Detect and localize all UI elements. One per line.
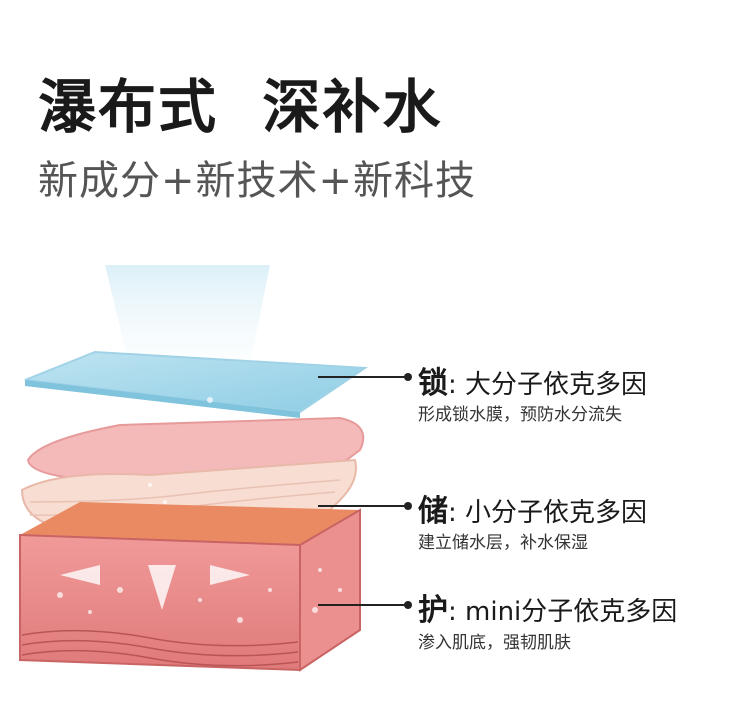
callout-dot-lock bbox=[404, 373, 412, 381]
page-subtitle: 新成分+新技术+新科技 bbox=[38, 158, 477, 204]
water-film-edge bbox=[25, 380, 300, 418]
skin-layers-illustration bbox=[19, 265, 369, 672]
dermis-side bbox=[299, 508, 361, 672]
arrow-right bbox=[210, 565, 250, 585]
callout-desc-store: 建立储水层，补水保湿 bbox=[418, 533, 588, 553]
callout-dot-protect bbox=[404, 601, 412, 609]
arrow-down bbox=[148, 565, 176, 610]
callout-title-protect: 护: mini分子依克多因 bbox=[418, 593, 678, 628]
callout-title-lock: 锁: 大分子依克多因 bbox=[418, 366, 648, 401]
callout-title-store: 储: 小分子依克多因 bbox=[418, 494, 648, 529]
callout-dot-store bbox=[404, 502, 412, 510]
callout-desc-protect: 渗入肌底，强韧肌肤 bbox=[418, 633, 571, 653]
page-title: 瀑布式 深补水 bbox=[38, 73, 443, 141]
block-top bbox=[20, 502, 360, 545]
callout-line-store bbox=[318, 505, 408, 507]
arrow-left bbox=[60, 565, 100, 585]
callout-line-lock bbox=[318, 376, 408, 378]
callout-line-protect bbox=[318, 604, 408, 606]
callout-desc-lock: 形成锁水膜，预防水分流失 bbox=[418, 405, 622, 425]
